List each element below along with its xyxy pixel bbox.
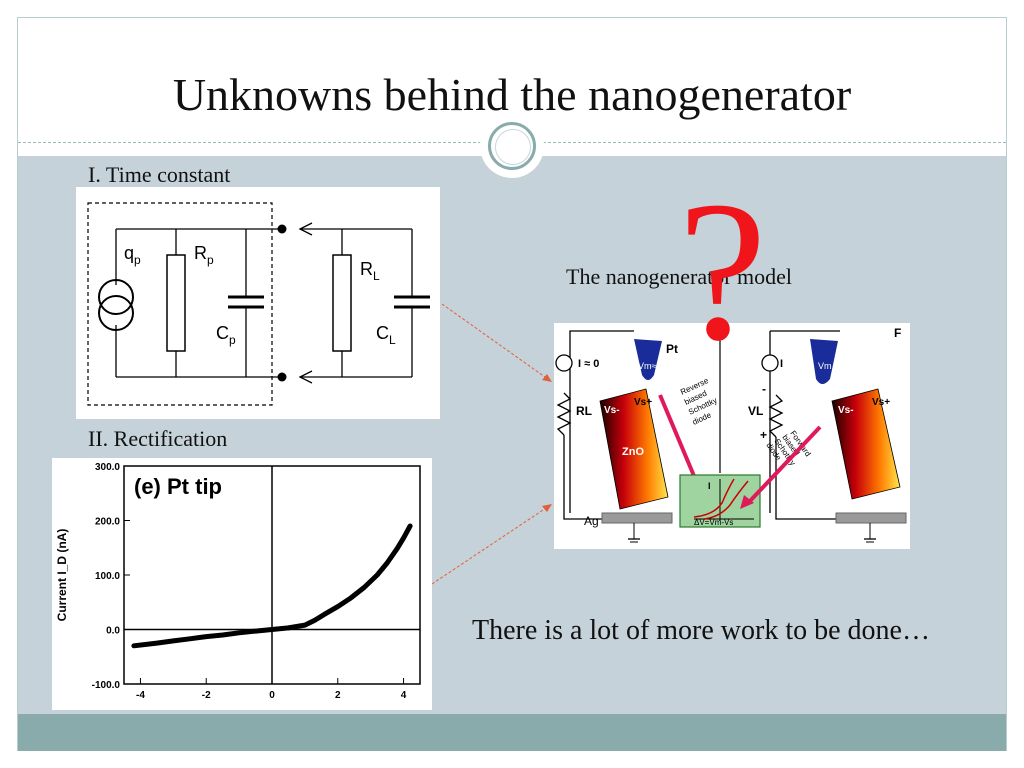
vl-minus: -	[762, 382, 766, 396]
right-vs-plus: Vs+	[872, 397, 890, 408]
rl-resistor	[332, 254, 352, 352]
vl-plus: +	[760, 428, 767, 442]
chart-annotation: (e) Pt tip	[134, 474, 222, 499]
pt-label: Pt	[666, 342, 678, 356]
section-rectification-label: II. Rectification	[88, 426, 228, 451]
vl-label: VL	[748, 404, 763, 418]
left-zno-nanowire	[599, 388, 669, 510]
y-tick-label: 0.0	[106, 626, 120, 637]
circuit-diagram: qp Rp Cp RL CL	[87, 202, 430, 406]
iv-series-line	[131, 523, 413, 649]
y-tick-label: 300.0	[95, 462, 120, 473]
left-load-resistor	[556, 392, 572, 436]
right-vm-label: Vm	[818, 361, 832, 371]
circuit-diagram-panel: qp Rp Cp RL CL	[76, 187, 440, 419]
ag-label: Ag	[584, 514, 599, 528]
x-tick-label: -2	[202, 690, 211, 701]
forward-arrow	[748, 425, 822, 503]
question-mark: ?	[678, 161, 767, 382]
right-ag-electrode	[835, 512, 907, 524]
left-ammeter-icon	[555, 354, 573, 372]
rp-label: Rp	[194, 243, 214, 267]
y-tick-label: -100.0	[92, 680, 121, 691]
footer-bar	[18, 714, 1006, 751]
y-tick-label: 200.0	[95, 517, 120, 528]
y-tick-label: 100.0	[95, 571, 120, 582]
inset-axis-i: I	[708, 481, 711, 491]
left-ag-electrode	[601, 512, 673, 524]
current-source-icon	[98, 279, 134, 315]
x-tick-label: 4	[401, 690, 407, 701]
chart-ylabel: Current I_D (nA)	[55, 529, 69, 622]
rp-resistor	[166, 254, 186, 352]
section-time-constant-label: I. Time constant	[88, 162, 231, 187]
iv-chart: -4 -2 0 2 4 300.0 200.0 100.0 0.0 -100.0 (e) Pt t…	[55, 462, 421, 701]
nanogenerator-model-diagram: I ≈ 0 RL Ag ZnO Vs- Vs+ Vm≈0 Pt Reverse …	[555, 326, 907, 543]
left-vm-label: Vm≈0	[638, 361, 661, 371]
left-current-label: I ≈ 0	[578, 358, 599, 370]
right-load-resistor	[768, 394, 784, 438]
x-tick-label: 0	[269, 690, 275, 701]
terminal-bottom	[277, 372, 287, 382]
right-ammeter-icon	[761, 354, 779, 372]
slide-title: Unknowns behind the nanogenerator	[172, 69, 852, 120]
model-label: The nanogenerator model	[566, 264, 793, 289]
right-current-label: I	[780, 358, 783, 370]
cl-label: CL	[376, 323, 396, 347]
zno-label: ZnO	[622, 446, 644, 458]
right-vs-minus: Vs-	[838, 405, 854, 416]
terminal-top	[277, 224, 287, 234]
source-dashed-box	[87, 202, 273, 406]
inset-axis-v: ΔV=Vm-Vs	[694, 518, 733, 527]
iv-chart-panel: -4 -2 0 2 4 300.0 200.0 100.0 0.0 -100.0 (e) Pt t…	[52, 458, 432, 710]
divider-knob-ring	[488, 122, 536, 170]
right-pt-tip	[810, 339, 838, 384]
left-vs-minus: Vs-	[604, 405, 620, 416]
model-panel: I ≈ 0 RL Ag ZnO Vs- Vs+ Vm≈0 Pt Reverse …	[554, 323, 910, 549]
rl-label: RL	[360, 259, 380, 283]
x-tick-label: -4	[136, 690, 145, 701]
cp-label: Cp	[216, 323, 236, 347]
right-zno-nanowire	[831, 388, 901, 500]
qp-label: qp	[124, 243, 141, 267]
panel-letter: F	[894, 326, 901, 340]
x-tick-label: 2	[335, 690, 341, 701]
conclusion-text: There is a lot of more work to be done…	[472, 615, 930, 646]
left-rl-label: RL	[576, 404, 592, 418]
left-vs-plus: Vs+	[634, 397, 652, 408]
left-pt-tip	[634, 339, 662, 380]
